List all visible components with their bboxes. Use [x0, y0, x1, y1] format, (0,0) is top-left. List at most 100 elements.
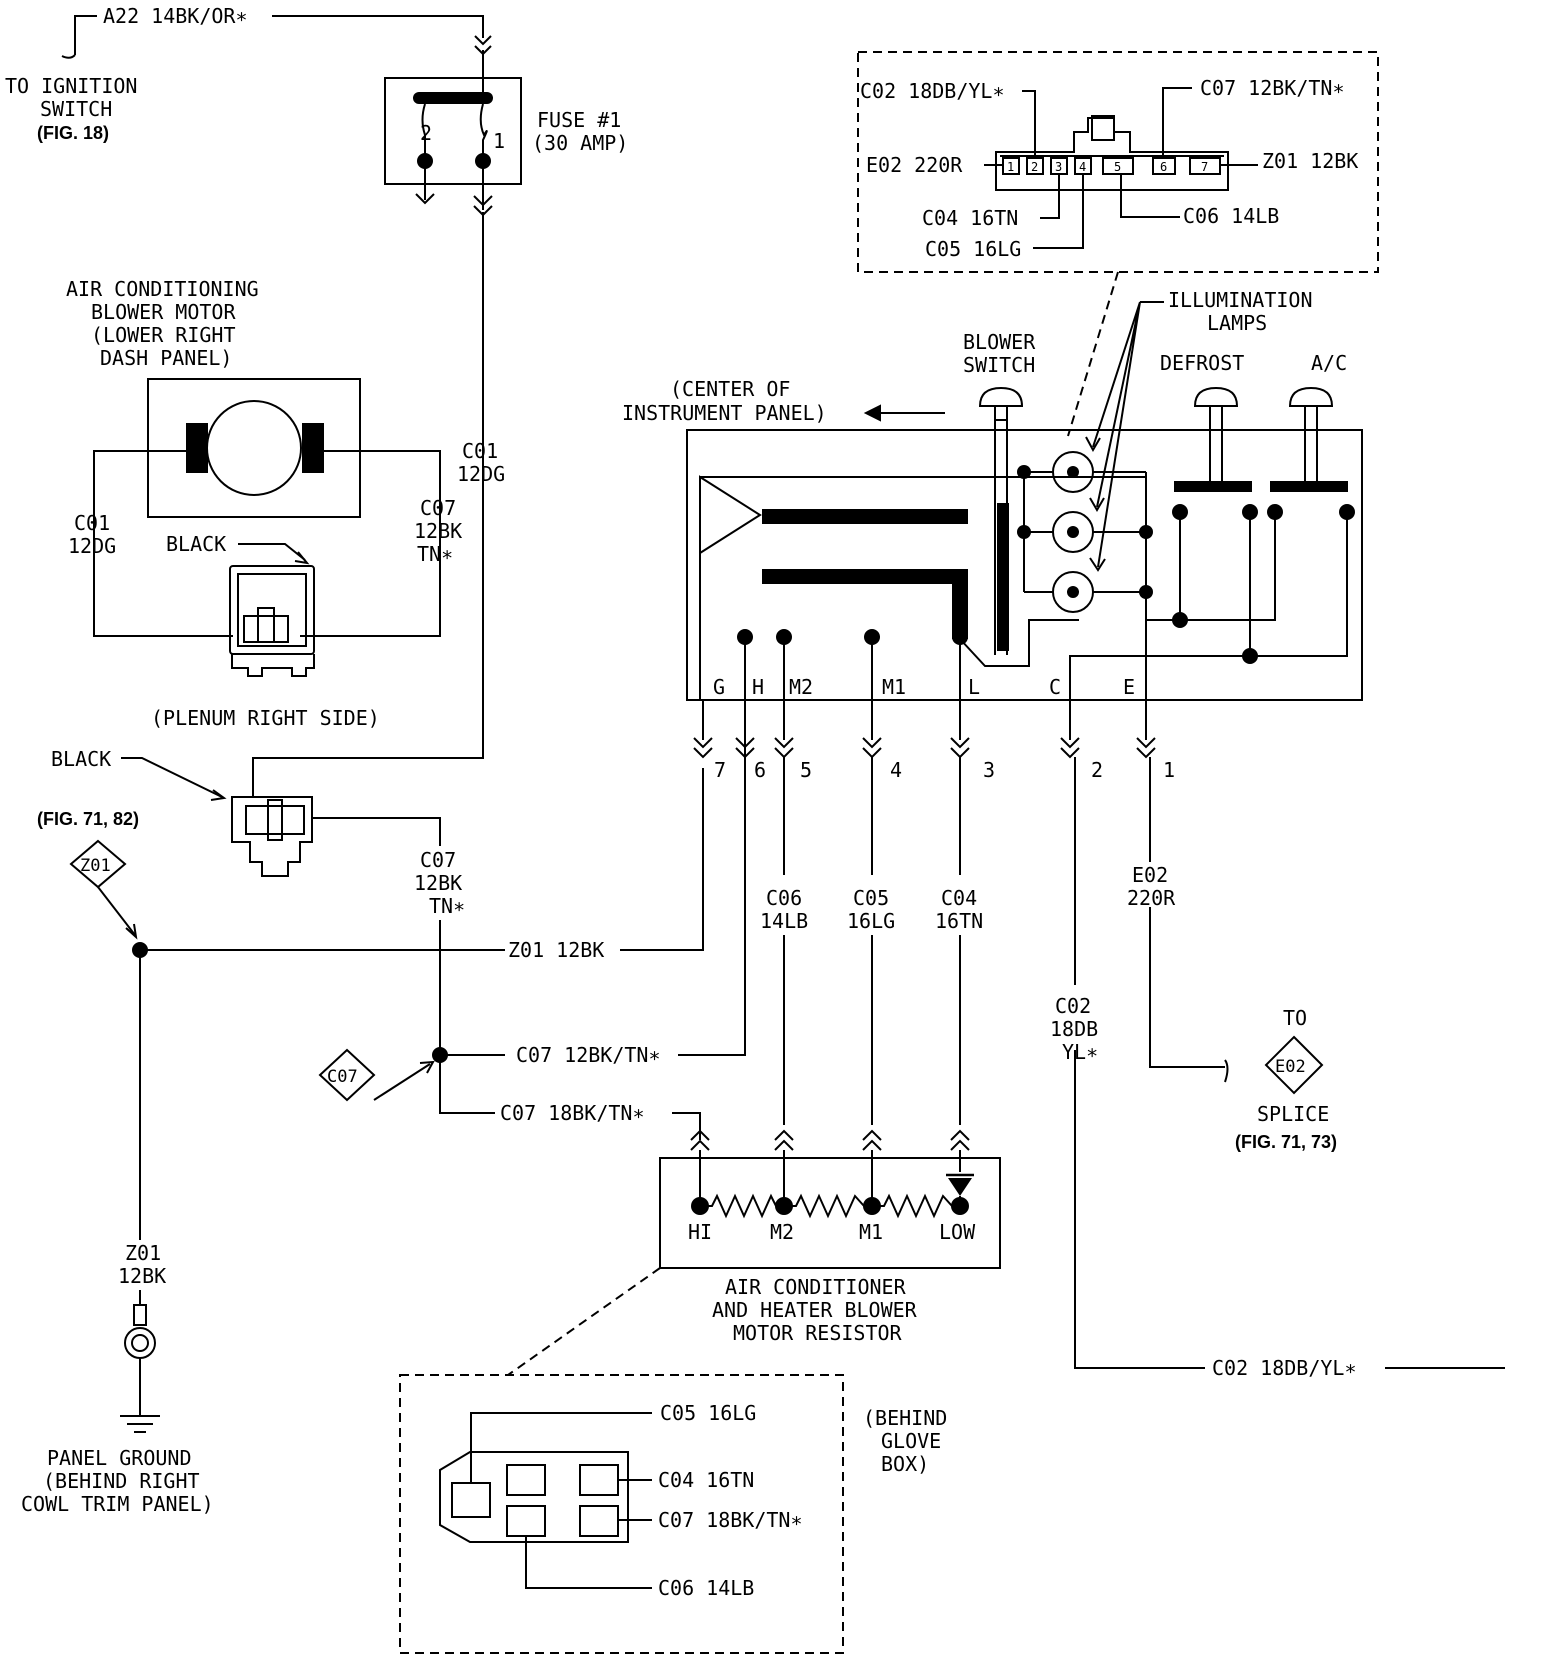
blower-motor-title-3: (LOWER RIGHT	[91, 323, 236, 347]
z01-ground-gauge: 12BK	[118, 1264, 166, 1288]
c01-feed-gauge: 12DG	[457, 462, 505, 486]
cavity-1: 1	[1163, 758, 1175, 782]
illumination-label: ILLUMINATION	[1168, 288, 1313, 312]
blower-switch-label-2: SWITCH	[963, 353, 1035, 377]
conn-z01-label: Z01 12BK	[1262, 149, 1358, 173]
panel-ground-label-3: COWL TRIM PANEL)	[21, 1492, 214, 1516]
c01-motor-gauge: 12DG	[68, 534, 116, 558]
c06-gauge: 14LB	[760, 909, 808, 933]
blower-switch-label: BLOWER	[963, 330, 1036, 354]
z01-ground-circuit: (FIG. 71, 82) Z01 Z01 12BK Z01 12BK PANE…	[21, 768, 704, 1516]
c01-motor-label: C01	[74, 511, 110, 535]
c07-mid-label: C07	[420, 848, 456, 872]
cavity-3: 3	[983, 758, 995, 782]
to-ignition-label-2: SWITCH	[40, 97, 112, 121]
terminal-m2: M2	[789, 675, 813, 699]
conn-pin-7: 7	[1201, 160, 1208, 174]
res-m2-label: M2	[770, 1220, 794, 1244]
c05-label: C05	[853, 886, 889, 910]
c02-color: YL∗	[1062, 1040, 1098, 1064]
rc-c06-label: C06 14LB	[658, 1576, 754, 1600]
conn-c05-label: C05 16LG	[925, 237, 1021, 261]
c04-label: C04	[941, 886, 977, 910]
terminal-m1: M1	[882, 675, 906, 699]
blower-motor: AIR CONDITIONING BLOWER MOTOR (LOWER RIG…	[66, 277, 462, 730]
conn-c02-label: C02 18DB/YL∗	[860, 79, 1005, 103]
black-connector-lower: BLACK C07 12BK TN∗	[51, 747, 495, 1114]
c01-feed-wire: C01 12DG	[252, 212, 505, 797]
glove-box-label-3: BOX)	[881, 1452, 929, 1476]
e02-diamond-label: E02	[1275, 1057, 1306, 1077]
c04-gauge: 16TN	[935, 909, 983, 933]
instrument-panel-switch: ILLUMINATION LAMPS BLOWER SWITCH DEFROST…	[622, 288, 1363, 705]
ignition-wire-label: A22 14BK/OR∗	[103, 4, 248, 28]
res-hi-label: HI	[688, 1220, 712, 1244]
blower-motor-title-2: BLOWER MOTOR	[91, 300, 236, 324]
c01-feed-label: C01	[462, 439, 498, 463]
fuse-label: FUSE #1	[537, 108, 621, 132]
fig71-82-ref: (FIG. 71, 82)	[37, 809, 139, 829]
e02-splice: TO E02 SPLICE (FIG. 71, 73)	[1235, 1006, 1337, 1152]
z01-diamond-label: Z01	[80, 856, 111, 876]
res-m1-label: M1	[859, 1220, 883, 1244]
conn-pin-6: 6	[1160, 160, 1167, 174]
fig71-73-ref: (FIG. 71, 73)	[1235, 1132, 1337, 1152]
cavity-6: 6	[754, 758, 766, 782]
c07-mid-color: TN∗	[429, 894, 465, 918]
center-panel-label: (CENTER OF	[670, 377, 790, 401]
switch-harness: 7 6 5 4 3 2 1 C06 14LB C05 16LG C04 16TN…	[693, 637, 1505, 1380]
black-connector-label: BLACK	[166, 532, 226, 556]
rc-c07-label: C07 18BK/TN∗	[658, 1508, 803, 1532]
conn-c04-label: C04 16TN	[922, 206, 1018, 230]
conn-e02-label: E02 220R	[866, 153, 963, 177]
c05-gauge: 16LG	[847, 909, 895, 933]
cavity-7: 7	[714, 758, 726, 782]
conn-c06-label: C06 14LB	[1183, 204, 1279, 228]
blower-motor-resistor: HI M2 M1 LOW AIR CONDITIONER AND HEATER …	[507, 1129, 1001, 1376]
splice-label: SPLICE	[1257, 1102, 1329, 1126]
c07-wire-b-label: C07 18BK/TN∗	[500, 1101, 645, 1125]
to-ignition-label: TO IGNITION	[5, 74, 137, 98]
panel-ground-label-2: (BEHIND RIGHT	[43, 1469, 200, 1493]
panel-ground-label: PANEL GROUND	[47, 1446, 192, 1470]
plenum-label: (PLENUM RIGHT SIDE)	[151, 706, 380, 730]
c02-label: C02	[1055, 994, 1091, 1018]
ignition-feed: A22 14BK/OR∗ TO IGNITION SWITCH (FIG. 18…	[5, 4, 492, 143]
fuse-1: 2 1 FUSE #1 (30 AMP)	[384, 77, 628, 217]
blower-motor-title: AIR CONDITIONING	[66, 277, 259, 301]
c07-splice: C07 12BK/TN∗ C07 C07 18BK/TN∗	[318, 735, 746, 1140]
to-label: TO	[1283, 1006, 1307, 1030]
conn-pin-2: 2	[1031, 160, 1038, 174]
defrost-label: DEFROST	[1160, 351, 1244, 375]
c07-motor-color: TN∗	[417, 542, 453, 566]
e02-gauge: 220R	[1127, 886, 1176, 910]
c07-wire-a-label: C07 12BK/TN∗	[516, 1043, 661, 1067]
c07-motor-gauge: 12BK	[414, 519, 462, 543]
cavity-4: 4	[890, 758, 902, 782]
rc-c05-label: C05 16LG	[660, 1401, 756, 1425]
c07-motor-label: C07	[420, 496, 456, 520]
conn-pin-4: 4	[1079, 160, 1086, 174]
glove-box-label-2: GLOVE	[881, 1429, 941, 1453]
fuse-rating: (30 AMP)	[532, 131, 628, 155]
c02-gauge: 18DB	[1050, 1017, 1098, 1041]
c06-label: C06	[766, 886, 802, 910]
resistor-title-3: MOTOR RESISTOR	[733, 1321, 903, 1345]
terminal-e: E	[1123, 675, 1135, 699]
conn-c07-label: C07 12BK/TN∗	[1200, 76, 1345, 100]
c02-bottom-label: C02 18DB/YL∗	[1212, 1356, 1357, 1380]
ac-label: A/C	[1311, 351, 1347, 375]
conn-pin-1: 1	[1007, 160, 1014, 174]
rc-c04-label: C04 16TN	[658, 1468, 754, 1492]
cavity-2: 2	[1091, 758, 1103, 782]
switch-connector-view: C02 18DB/YL∗ C07 12BK/TN∗ E02 220R Z01 1…	[857, 51, 1379, 437]
terminal-l: L	[968, 675, 980, 699]
fig18-ref: (FIG. 18)	[37, 123, 109, 143]
resistor-title-2: AND HEATER BLOWER	[712, 1298, 918, 1322]
e02-label: E02	[1132, 863, 1168, 887]
terminal-g: G	[713, 675, 725, 699]
z01-ground-label: Z01	[125, 1241, 161, 1265]
z01-wire-label: Z01 12BK	[508, 938, 604, 962]
resistor-title: AIR CONDITIONER	[725, 1275, 907, 1299]
